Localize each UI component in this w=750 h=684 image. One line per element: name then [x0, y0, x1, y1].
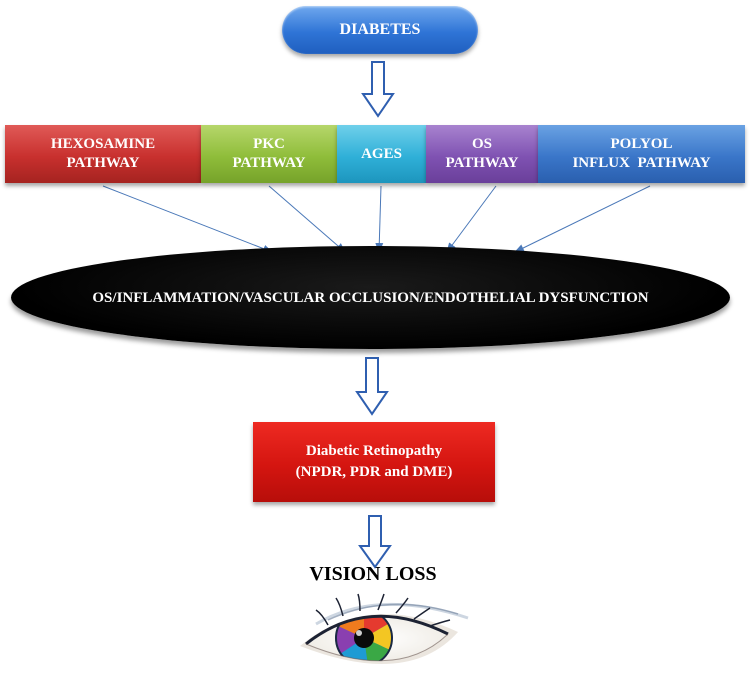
pathway-ages: AGES — [337, 125, 426, 183]
hollow-arrow-2 — [355, 357, 389, 416]
pathway-polyol: POLYOL INFLUX PATHWAY — [538, 125, 745, 183]
pathway-polyol-line2: INFLUX PATHWAY — [572, 155, 711, 171]
pathway-pkc-line1: PKC — [253, 136, 285, 152]
mechanism-node: OS/INFLAMMATION/VASCULAR OCCLUSION/ENDOT… — [11, 246, 730, 349]
retinopathy-line2: (NPDR, PDR and DME) — [295, 464, 453, 480]
pathway-os-line2: PATHWAY — [445, 155, 519, 171]
connector-ages — [375, 185, 384, 253]
pathway-hexosamine-line1: HEXOSAMINE — [50, 136, 156, 152]
pathway-ages-line1: AGES — [361, 145, 402, 162]
pathway-os: OS PATHWAY — [426, 125, 538, 183]
diabetes-label: DIABETES — [339, 21, 421, 38]
connector-polyol — [514, 185, 651, 253]
vision-loss-label: VISION LOSS — [309, 563, 437, 585]
pathway-hexosamine: HEXOSAMINE PATHWAY — [5, 125, 201, 183]
mechanism-label: OS/INFLAMMATION/VASCULAR OCCLUSION/ENDOT… — [92, 289, 649, 306]
connector-pkc — [268, 185, 346, 253]
pathway-pkc: PKC PATHWAY — [201, 125, 337, 183]
retinopathy-line1: Diabetic Retinopathy — [305, 443, 443, 459]
pathway-os-line1: OS — [471, 136, 492, 152]
pathway-hexosamine-line2: PATHWAY — [66, 155, 140, 171]
hollow-arrow-1 — [361, 61, 395, 118]
hollow-arrow-3 — [358, 515, 392, 569]
connector-os — [446, 185, 497, 253]
diabetes-node: DIABETES — [282, 6, 478, 54]
eye-icon — [300, 593, 469, 664]
pathway-pkc-line2: PATHWAY — [232, 155, 306, 171]
connector-hexosamine — [102, 185, 273, 253]
retinopathy-node: Diabetic Retinopathy (NPDR, PDR and DME) — [253, 422, 495, 502]
pathway-polyol-line1: POLYOL — [610, 136, 673, 152]
